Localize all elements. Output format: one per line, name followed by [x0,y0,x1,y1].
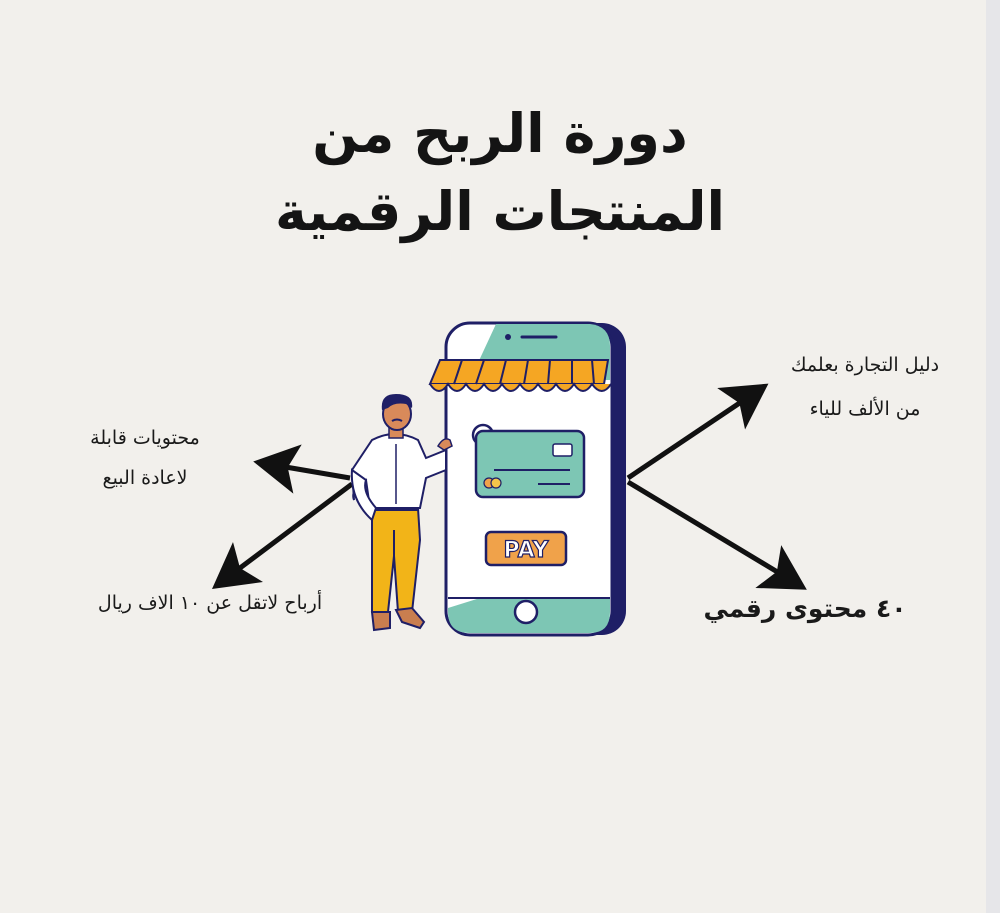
arrow-to-profit [212,482,354,589]
guide-line-2: من الألف للياء [809,398,921,420]
title-line-1: دورة الربح من [312,102,688,165]
resell-line-1: محتويات قابلة [90,427,200,449]
business-guide-label: دليل التجارة بعلمك من الألف للياء [760,343,970,431]
resell-content-label: محتويات قابلة لاعادة البيع [60,418,230,498]
arrow-icon-group [212,383,807,590]
store-awning-icon [428,359,612,392]
arrow-to-content [626,479,807,590]
digital-content-count-label: ٤٠ محتوى رقمي [703,594,907,623]
right-edge-strip [986,0,1000,913]
profit-label: أرباح لاتقل عن ١٠ الاف ريال [97,592,323,614]
arrow-to-resell [253,444,351,494]
title-line-2: المنتجات الرقمية [274,180,726,243]
page-title: دورة الربح من المنتجات الرقمية [200,95,800,251]
man-figure-icon [350,394,453,632]
arrow-to-guide [626,383,769,481]
guide-line-1: دليل التجارة بعلمك [790,354,940,376]
pay-button-icon: PAY [484,530,568,567]
pay-button-label: PAY [504,538,550,563]
credit-card-icon [474,429,586,499]
resell-line-2: لاعادة البيع [102,467,188,489]
